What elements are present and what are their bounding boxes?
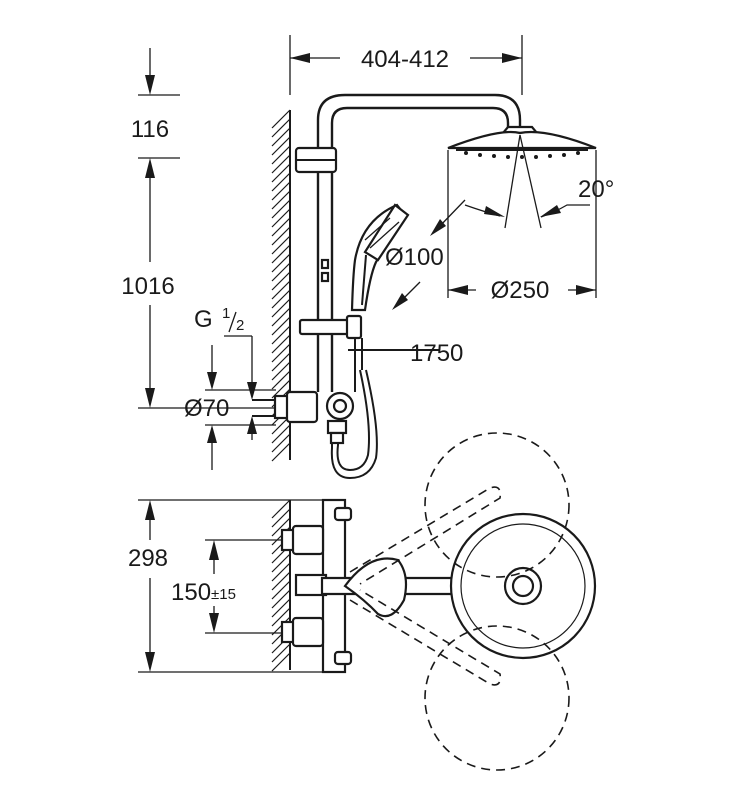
head-diameter-dimension: Ø250 [447,150,597,304]
thread-g-label: G [194,306,213,333]
handshower-diameter-label: Ø100 [385,244,444,271]
hatch-line [271,553,291,573]
hatch-line [271,163,291,183]
shower-head-top [449,512,597,660]
riser-pipe [294,146,338,392]
rosette-dimension: Ø70 [184,345,276,470]
hatch-line [271,361,291,381]
hatch-line [271,562,291,582]
hatch-line [271,235,291,255]
hatch-line [271,442,291,462]
width-dimension: 404-412 [289,35,523,95]
hatch-line [271,253,291,273]
hatch-line [271,370,291,390]
hatch-line [271,172,291,192]
hatch-line [271,325,291,345]
hatch-line [271,154,291,174]
hatch-line [271,643,291,663]
hatch-line [271,199,291,219]
hatch-line [271,226,291,246]
rosette-diameter-label: Ø70 [184,395,229,422]
hatch-line [271,127,291,147]
hatch-line [271,598,291,618]
thread-den: 2 [236,317,244,334]
hatch-line [271,607,291,627]
hatch-line [271,244,291,264]
hatch-line [271,109,291,129]
wall-hatching [271,109,291,462]
hatch-line [271,262,291,282]
hand-shower [298,203,440,392]
wall-hatching-bottom [271,499,291,672]
hatch-line [271,517,291,537]
hatch-line [271,424,291,444]
hose-length-label: 1750 [410,340,463,367]
inlet-spacing-dimension: 150±15 [171,539,285,634]
top-view: 298 150±15 [128,432,597,771]
hatch-line [271,508,291,528]
head-diameter-label: Ø250 [491,277,550,304]
handshower-diameter-dimension: Ø100 [385,199,466,310]
height-dimension: 116 1016 [121,48,290,409]
hatch-line [271,316,291,336]
side-view: 404-412 116 1016 [121,35,614,480]
hatch-line [271,499,291,519]
hatch-line [271,334,291,354]
hatch-line [271,589,291,609]
hatch-line [271,145,291,165]
hatch-line [271,298,291,318]
hatch-line [271,652,291,672]
hatch-line [271,208,291,228]
hatch-line [271,118,291,138]
hatch-line [271,352,291,372]
hatch-line [271,307,291,327]
overhead-arm [316,93,522,165]
hatch-line [271,571,291,591]
inlet-spacing-label: 150±15 [171,579,236,606]
thermostat-valve [273,390,355,445]
overhead-shower-head [447,125,597,159]
depth-label: 298 [128,545,168,572]
hatch-line [271,217,291,237]
swivel-positions [349,432,570,771]
height-label: 1016 [121,273,174,300]
hatch-line [271,181,291,201]
thread-num: 1 [222,305,230,322]
hatch-line [271,136,291,156]
hatch-line [271,343,291,363]
hatch-line [271,271,291,291]
top-offset-label: 116 [131,116,169,143]
hatch-line [271,280,291,300]
thread-callout: G 1 2 [194,305,257,440]
hose [336,369,370,472]
hatch-line [271,190,291,210]
hatch-line [271,433,291,453]
hatch-line [271,289,291,309]
hatch-line [271,580,291,600]
width-label: 404-412 [361,46,449,73]
depth-dimension: 298 [128,499,345,673]
